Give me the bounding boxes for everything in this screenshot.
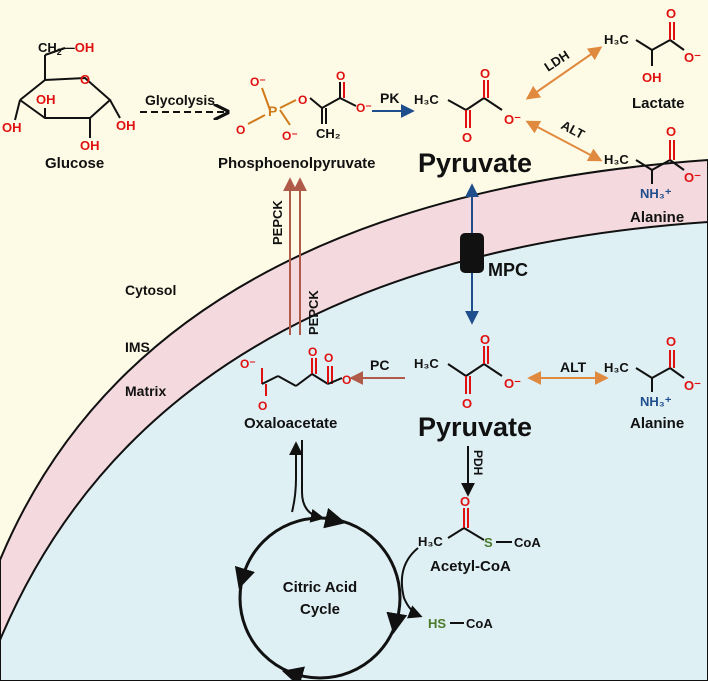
pyruvate-cytosol-o-top: O bbox=[480, 66, 490, 81]
pyruvate-cytosol-name: Pyruvate bbox=[418, 148, 532, 178]
label-matrix: Matrix bbox=[125, 383, 166, 399]
enzyme-pdh: PDH bbox=[471, 450, 485, 475]
pep-bridge-o: O bbox=[298, 93, 307, 107]
citric-acid-cycle-label-1: Citric Acid bbox=[283, 579, 357, 596]
hs-coa-coa: CoA bbox=[466, 616, 493, 631]
arrow-ldh bbox=[525, 46, 603, 100]
lactate-o-minus: O⁻ bbox=[684, 50, 701, 65]
pep-double-o: O bbox=[236, 123, 245, 137]
enzyme-pc: PC bbox=[370, 357, 389, 373]
lactate-o-top: O bbox=[666, 6, 676, 21]
enzyme-pk: PK bbox=[380, 90, 399, 106]
hs-coa-hs: HS bbox=[428, 616, 446, 631]
acetyl-coa-name: Acetyl-CoA bbox=[430, 558, 511, 575]
pyruvate-matrix-name: Pyruvate bbox=[418, 412, 532, 442]
pyruvate-matrix-o-bottom: O bbox=[462, 396, 472, 411]
pyruvate-cytosol-h3c: H₃C bbox=[414, 92, 439, 107]
cycle-arrow-top bbox=[323, 507, 347, 529]
alanine-matrix-o-minus: O⁻ bbox=[684, 378, 701, 393]
glucose-structure bbox=[14, 47, 121, 138]
lactate-structure bbox=[635, 22, 685, 66]
glucose-ring-o: O bbox=[80, 72, 90, 87]
mpc-transporter bbox=[460, 233, 484, 273]
arrow-alt-cytosol bbox=[525, 120, 603, 162]
glucose-ch2oh: CH2—OH bbox=[38, 40, 94, 57]
pyruvate-cytosol-structure bbox=[447, 80, 503, 128]
alanine-cytosol-nh3: NH₃⁺ bbox=[640, 186, 672, 201]
enzyme-alt-matrix: ALT bbox=[560, 359, 587, 375]
pep-ch2: CH₂ bbox=[316, 126, 341, 141]
oxaloacetate-name: Oxaloacetate bbox=[244, 415, 337, 432]
pep-carboxyl-o-minus: O⁻ bbox=[356, 101, 372, 115]
pyruvate-cytosol-o-minus: O⁻ bbox=[504, 112, 521, 127]
enzyme-pepck-2: PEPCK bbox=[306, 290, 321, 335]
glucose-name: Glucose bbox=[45, 155, 104, 172]
enzyme-glycolysis: Glycolysis bbox=[145, 92, 215, 108]
alanine-cytosol-structure bbox=[635, 140, 685, 184]
label-cytosol: Cytosol bbox=[125, 282, 176, 298]
pep-o-minus-top: O⁻ bbox=[250, 75, 266, 89]
lactate-name: Lactate bbox=[632, 95, 685, 112]
pyruvate-cytosol-o-bottom: O bbox=[462, 130, 472, 145]
citric-acid-cycle-circle bbox=[238, 516, 402, 680]
oxaloacetate-o-mid: O bbox=[308, 345, 317, 359]
pyruvate-matrix-structure bbox=[447, 346, 503, 394]
mitochondrial-matrix bbox=[0, 220, 708, 681]
cycle-arrow-left bbox=[234, 565, 255, 590]
oxaloacetate-o-minus-right: O⁻ bbox=[342, 373, 358, 387]
alanine-matrix-nh3: NH₃⁺ bbox=[640, 394, 672, 409]
lactate-h3c: H₃C bbox=[604, 32, 629, 47]
cycle-arrow-right bbox=[386, 611, 408, 635]
alanine-matrix-h3c: H₃C bbox=[604, 360, 629, 375]
oxaloacetate-o-left: O bbox=[258, 399, 267, 413]
pep-structure bbox=[247, 82, 357, 126]
label-ims: IMS bbox=[125, 339, 150, 355]
pep-o-minus-bottom: O⁻ bbox=[282, 129, 298, 143]
alanine-cytosol-name: Alanine bbox=[630, 209, 684, 226]
glucose-oh-2: OH bbox=[2, 120, 22, 135]
glucose-oh-4: OH bbox=[116, 118, 136, 133]
pep-name: Phosphoenolpyruvate bbox=[218, 155, 376, 172]
glucose-oh-1: OH bbox=[36, 92, 56, 107]
oxaloacetate-o-right: O bbox=[324, 351, 333, 365]
alanine-matrix-o-top: O bbox=[666, 334, 676, 349]
acetyl-coa-h3c: H₃C bbox=[418, 534, 443, 549]
pyruvate-matrix-o-minus: O⁻ bbox=[504, 376, 521, 391]
alanine-matrix-structure bbox=[635, 350, 685, 392]
cycle-arrow-bottom bbox=[281, 666, 306, 681]
enzyme-mpc: MPC bbox=[488, 260, 528, 280]
arrow-acetyl-coa-into-cycle bbox=[400, 547, 423, 619]
glucose-oh-3: OH bbox=[80, 138, 100, 153]
acetyl-coa-s: S bbox=[484, 535, 493, 550]
acetyl-coa-o: O bbox=[460, 494, 470, 509]
alanine-matrix-name: Alanine bbox=[630, 415, 684, 432]
alanine-cytosol-o-top: O bbox=[666, 124, 676, 139]
oxaloacetate-structure bbox=[261, 358, 343, 396]
pyruvate-matrix-h3c: H₃C bbox=[414, 356, 439, 371]
pyruvate-matrix-o-top: O bbox=[480, 332, 490, 347]
acetyl-coa-coa: CoA bbox=[514, 535, 541, 550]
enzyme-alt-cytosol: ALT bbox=[559, 117, 588, 142]
lactate-oh: OH bbox=[642, 70, 662, 85]
alanine-cytosol-h3c: H₃C bbox=[604, 152, 629, 167]
citric-acid-cycle-label-2: Cycle bbox=[300, 601, 340, 618]
enzyme-pepck-1: PEPCK bbox=[270, 200, 285, 245]
pep-carbonyl-o: O bbox=[336, 69, 345, 83]
arrow-cycle-to-oxaloacetate bbox=[289, 441, 303, 513]
pep-p: P bbox=[268, 103, 277, 119]
alanine-cytosol-o-minus: O⁻ bbox=[684, 170, 701, 185]
oxaloacetate-o-minus-left: O⁻ bbox=[240, 357, 256, 371]
acetyl-coa-structure bbox=[447, 508, 512, 543]
